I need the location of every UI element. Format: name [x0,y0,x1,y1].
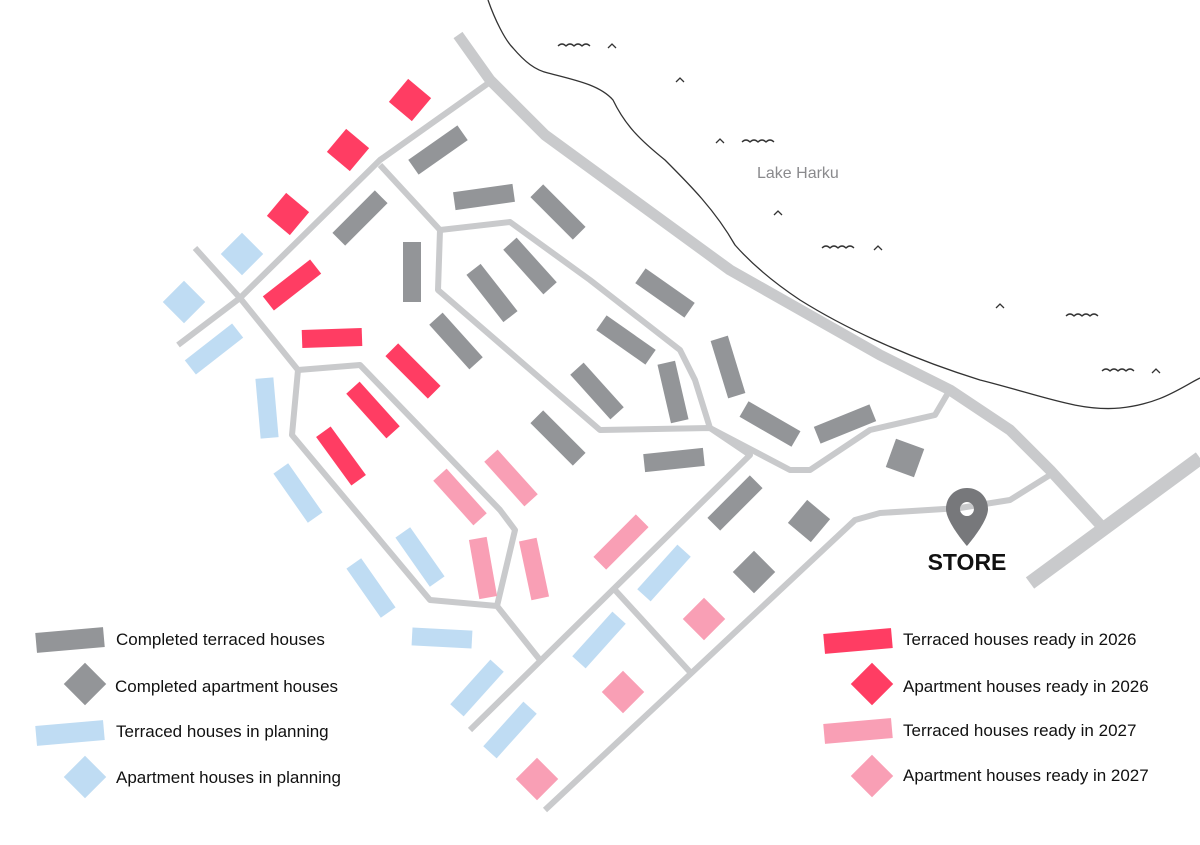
terraced-house-completed [453,183,515,211]
wave-mark [1101,368,1135,372]
terraced-house-completed [707,475,763,531]
terraced-house-completed [403,242,421,302]
terraced-house-ready-2026 [346,381,400,439]
terraced-house-completed [429,312,483,370]
terraced-house-completed [643,447,705,473]
terraced-house-completed [530,410,586,466]
terraced-house-completed [657,360,689,424]
terraced-house-planning [184,323,244,375]
legend-swatch-apartment-completed [63,662,107,706]
legend-2026-apartment: Apartment houses ready in 2026 [903,677,1149,696]
legend-2026-terraced: Terraced houses ready in 2026 [903,630,1137,649]
road [542,472,1052,813]
terraced-house-ready-2026 [385,343,441,399]
road [439,219,753,733]
apartment-house-planning [162,280,206,324]
terraced-house-completed [332,190,388,246]
apartment-house-ready-2026 [388,78,432,122]
legend-swatch-terraced-ready-2027 [823,718,893,744]
wave-caret [715,138,725,144]
map-pin-icon [946,488,988,546]
legend-planning-terraced: Terraced houses in planning [116,722,329,741]
apartment-house-ready-2027 [682,597,726,641]
road [453,31,1110,534]
terraced-house-completed [635,268,695,318]
terraced-house-completed [570,362,624,420]
terraced-house-planning [637,544,691,602]
legend-swatch-terraced-completed [35,627,105,653]
terraced-house-ready-2027 [468,536,498,600]
terraced-house-ready-2027 [484,449,538,507]
legend-completed-terraced: Completed terraced houses [116,630,325,649]
wave-caret [873,245,883,251]
wave-caret [607,43,617,49]
terraced-house-ready-2026 [316,426,366,486]
terraced-house-planning [572,611,626,669]
apartment-house-completed [732,550,776,594]
store-marker[interactable]: STORE [928,488,1007,575]
apartment-house-ready-2026 [266,192,310,236]
terraced-house-completed [596,315,656,365]
legend-swatch-apartment-planning [63,755,107,799]
terraced-house-planning [450,659,504,717]
legend-2027-terraced: Terraced houses ready in 2027 [903,721,1137,740]
terraced-house-ready-2026 [301,327,363,349]
lake-label: Lake Harku [757,165,839,182]
terraced-house-completed [739,401,801,447]
legend-swatch-apartment-ready-2027 [850,754,894,798]
wave-mark [1065,313,1099,317]
terraced-house-completed [408,125,468,175]
apartment-house-ready-2027 [515,757,559,801]
legend-planning-apartment: Apartment houses in planning [116,768,341,787]
terraced-house-completed [710,335,746,399]
legend-completed-apartment: Completed apartment houses [115,677,339,696]
apartment-house-completed [787,499,831,543]
terraced-house-planning [395,527,445,587]
terraced-house-ready-2027 [433,468,487,526]
terraced-house-completed [503,237,557,295]
wave-caret [773,210,783,216]
legend-2027-apartment: Apartment houses ready in 2027 [903,766,1149,785]
lake-wave-marks [557,43,1161,374]
terraced-house-planning [273,463,323,523]
terraced-house-ready-2026 [262,259,322,311]
terraced-house-planning [483,701,537,759]
apartment-house-ready-2027 [601,670,645,714]
store-label: STORE [928,549,1007,575]
lake-shoreline [487,0,1200,410]
road [176,79,492,348]
legend-swatch-terraced-ready-2026 [823,628,893,654]
apartment-house-ready-2026 [326,128,370,172]
wave-caret [675,77,685,83]
terraced-house-completed [530,184,586,240]
road [377,162,951,473]
terraced-house-completed [813,404,877,444]
terraced-house-completed [466,263,518,323]
wave-mark [557,43,591,47]
buildings [162,78,925,801]
wave-mark [741,139,775,143]
road [612,587,693,675]
apartment-house-completed [885,438,925,478]
road-network [176,31,1200,813]
legend-swatch-apartment-ready-2026 [850,662,894,706]
apartment-house-planning [220,232,264,276]
legend-swatch-terraced-planning [35,720,105,746]
terraced-house-planning [255,377,279,439]
road [1025,452,1200,589]
road [297,362,518,607]
terraced-house-ready-2027 [593,514,649,570]
wave-caret [995,303,1005,309]
terraced-house-ready-2027 [518,537,550,601]
wave-caret [1151,368,1161,374]
terraced-house-planning [411,627,473,649]
terraced-house-planning [346,558,396,618]
wave-mark [821,245,855,249]
